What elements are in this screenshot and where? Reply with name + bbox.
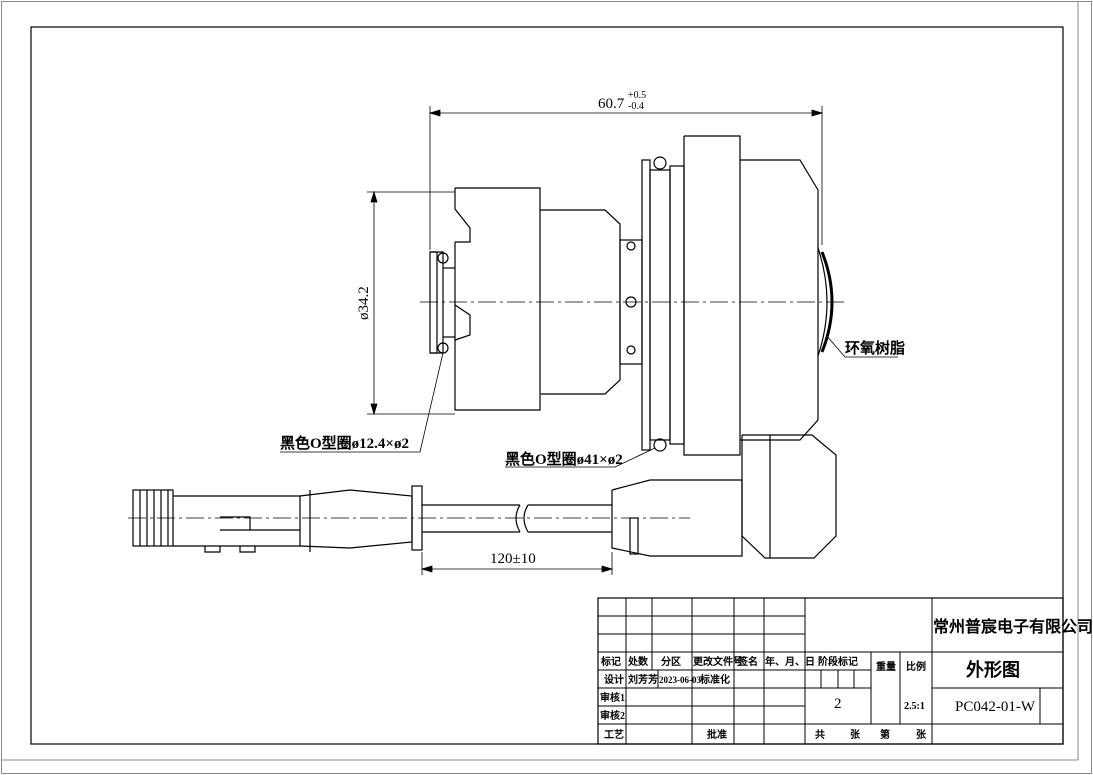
small-oring-top <box>437 252 449 264</box>
dim-diameter: ø34.2 <box>356 286 372 320</box>
drawing-name: 外形图 <box>966 659 1020 680</box>
main-cylinder <box>539 209 621 395</box>
title-block <box>597 597 1064 745</box>
footer-total: 共 <box>815 728 825 741</box>
header-mark: 标记 <box>600 655 621 668</box>
cable-assembly <box>128 479 743 557</box>
header-date: 年、月、日 <box>765 655 815 668</box>
drawing-number: PC042-01-W <box>955 699 1036 715</box>
dimension-lines <box>367 106 824 575</box>
note-epoxy: 环氧树脂 <box>845 339 905 357</box>
cable-gland <box>611 479 743 557</box>
cable-flange <box>411 485 423 551</box>
header-change-doc: 更改文件号 <box>693 655 743 668</box>
leader-lines <box>280 334 898 468</box>
header-stage-mark: 阶段标记 <box>818 655 858 668</box>
large-oring-top <box>653 156 667 170</box>
header-count: 处数 <box>627 655 649 668</box>
dim-overall-tol-lower: -0.4 <box>628 101 644 112</box>
cable-break <box>515 504 521 533</box>
connector-thread <box>132 489 174 547</box>
note-oring-small: 黑色O型圈ø12.4×ø2 <box>280 434 409 452</box>
header-zone: 分区 <box>661 655 681 668</box>
strain-relief <box>299 489 413 549</box>
row-review1: 审核1 <box>600 691 625 704</box>
rear-cylinder <box>683 135 741 456</box>
row-designer: 刘芳芳 <box>628 673 658 686</box>
row-design: 设计 <box>604 673 624 686</box>
dim-overall-tol-upper: +0.5 <box>628 90 646 101</box>
row-process: 工艺 <box>604 728 624 741</box>
header-scale: 比例 <box>906 660 926 673</box>
dim-cable-length: 120±10 <box>490 551 536 567</box>
header-signature: 签名 <box>737 655 758 668</box>
row-approve: 批准 <box>707 728 727 741</box>
footer-page: 第 <box>880 728 890 741</box>
header-weight: 重量 <box>876 660 896 673</box>
scale-value: 2.5:1 <box>904 701 925 712</box>
sensor-body <box>420 135 848 559</box>
company-name: 常州普宸电子有限公司 <box>933 617 1093 636</box>
footer-sheets2: 张 <box>916 728 927 741</box>
nose-front <box>429 251 438 354</box>
front-housing <box>454 188 471 243</box>
footer-sheets1: 张 <box>850 728 861 741</box>
row-standardization: 标准化 <box>699 673 730 686</box>
flange <box>641 159 651 451</box>
row-design-date: 2023-06-03 <box>659 675 701 685</box>
elbow-housing <box>741 434 837 559</box>
row-review2: 审核2 <box>600 709 625 722</box>
inner-border <box>30 26 1064 745</box>
note-oring-large: 黑色O型圈ø41×ø2 <box>505 450 623 468</box>
stage-value: 2 <box>834 696 842 712</box>
dim-overall-length: 60.7 <box>598 96 625 112</box>
connector-body <box>173 495 301 547</box>
epoxy-dome <box>817 247 828 357</box>
large-oring-bottom <box>653 438 667 452</box>
